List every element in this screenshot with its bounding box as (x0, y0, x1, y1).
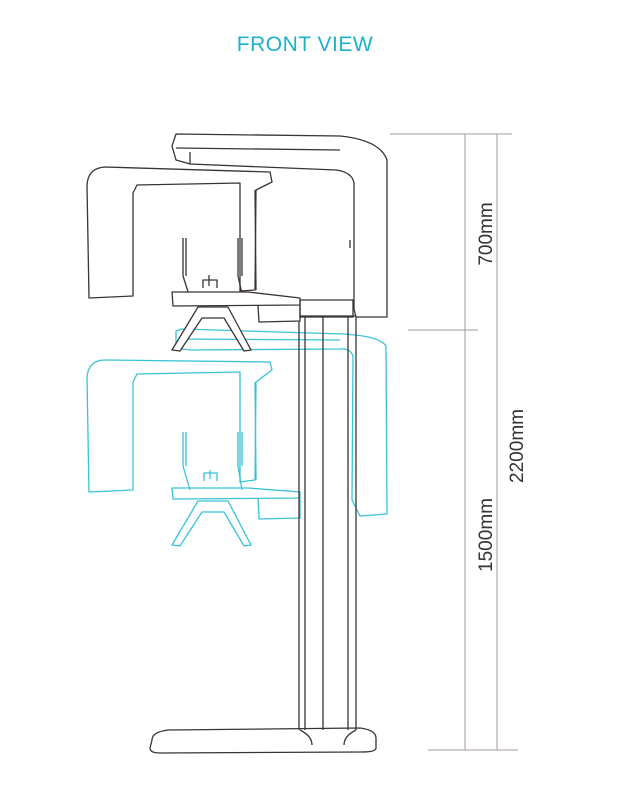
diagram-title: FRONT VIEW (236, 33, 374, 56)
column-sleeve (299, 299, 354, 318)
dimension-700mm: 700mm (476, 202, 497, 265)
machine-base (149, 727, 377, 754)
dimension-1500mm: 1500mm (476, 498, 497, 572)
raised-chin-rest-bar (171, 291, 301, 352)
dimension-labels: 700mm 1500mm 2200mm (476, 202, 528, 572)
dimension-lines (390, 133, 518, 751)
raised-head-outline (86, 133, 388, 318)
raised-temple-supports (182, 238, 244, 299)
dimension-2200mm: 2200mm (507, 409, 528, 483)
lowered-head-outline (86, 328, 388, 547)
support-column (298, 315, 357, 730)
